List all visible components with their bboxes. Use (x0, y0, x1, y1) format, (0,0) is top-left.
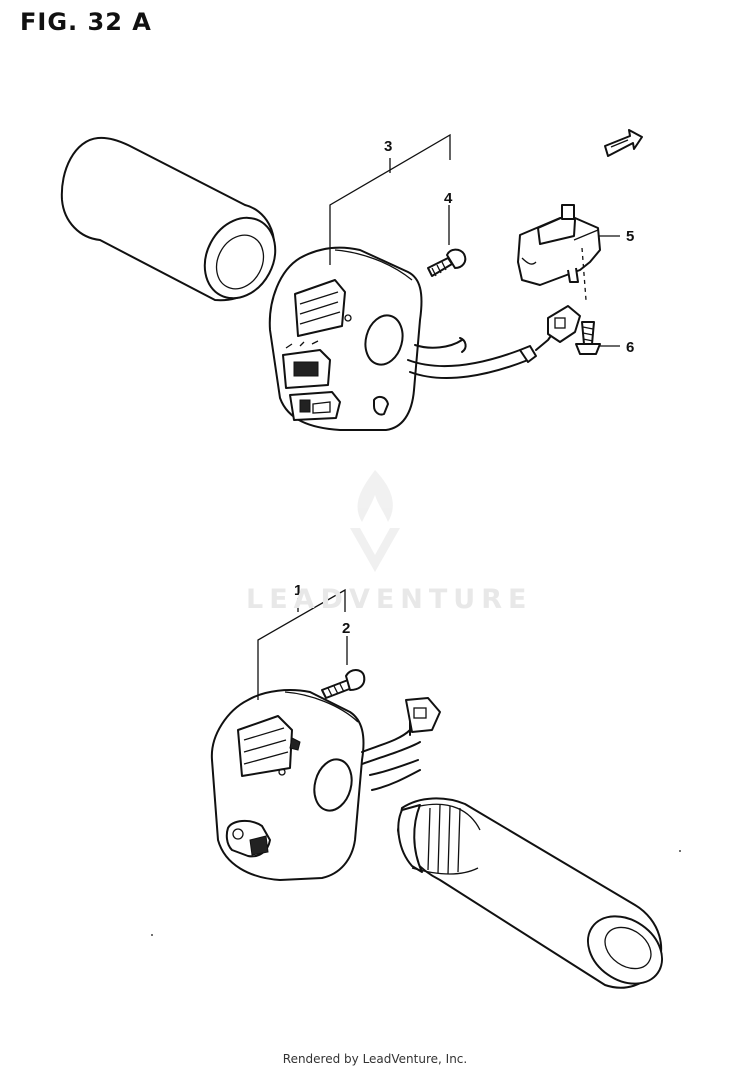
leadventure-logo-icon (350, 470, 400, 572)
lower-wire-connector (405, 697, 441, 733)
callout-2: 2 (342, 620, 351, 637)
callout-5: 5 (626, 228, 635, 245)
front-direction-arrow-icon (604, 129, 643, 157)
screw-part-6 (575, 321, 601, 355)
lower-throttle-grip-part (397, 797, 664, 989)
callout-1: 1 (294, 582, 303, 599)
upper-leader-lines (329, 133, 620, 347)
callout-4: 4 (444, 190, 453, 207)
figure-title: FIG. 32 A (20, 8, 152, 36)
upper-wire-harness (407, 329, 556, 379)
lower-wire-harness (361, 699, 421, 791)
watermark-text: LEADVENTURE (246, 584, 533, 615)
lower-switch-housing-part (210, 689, 365, 881)
upper-switch-housing-part (268, 246, 423, 431)
callout-6: 6 (626, 339, 635, 356)
footer-credit: Rendered by LeadVenture, Inc. (282, 1052, 468, 1066)
callout-3: 3 (384, 138, 393, 155)
upper-wire-connector (547, 305, 581, 343)
upper-grip-part (60, 136, 277, 302)
lower-leader-lines (257, 588, 348, 700)
screw-part-2 (321, 669, 366, 699)
switch-module-part-5 (517, 204, 601, 301)
screw-part-4 (427, 248, 467, 277)
